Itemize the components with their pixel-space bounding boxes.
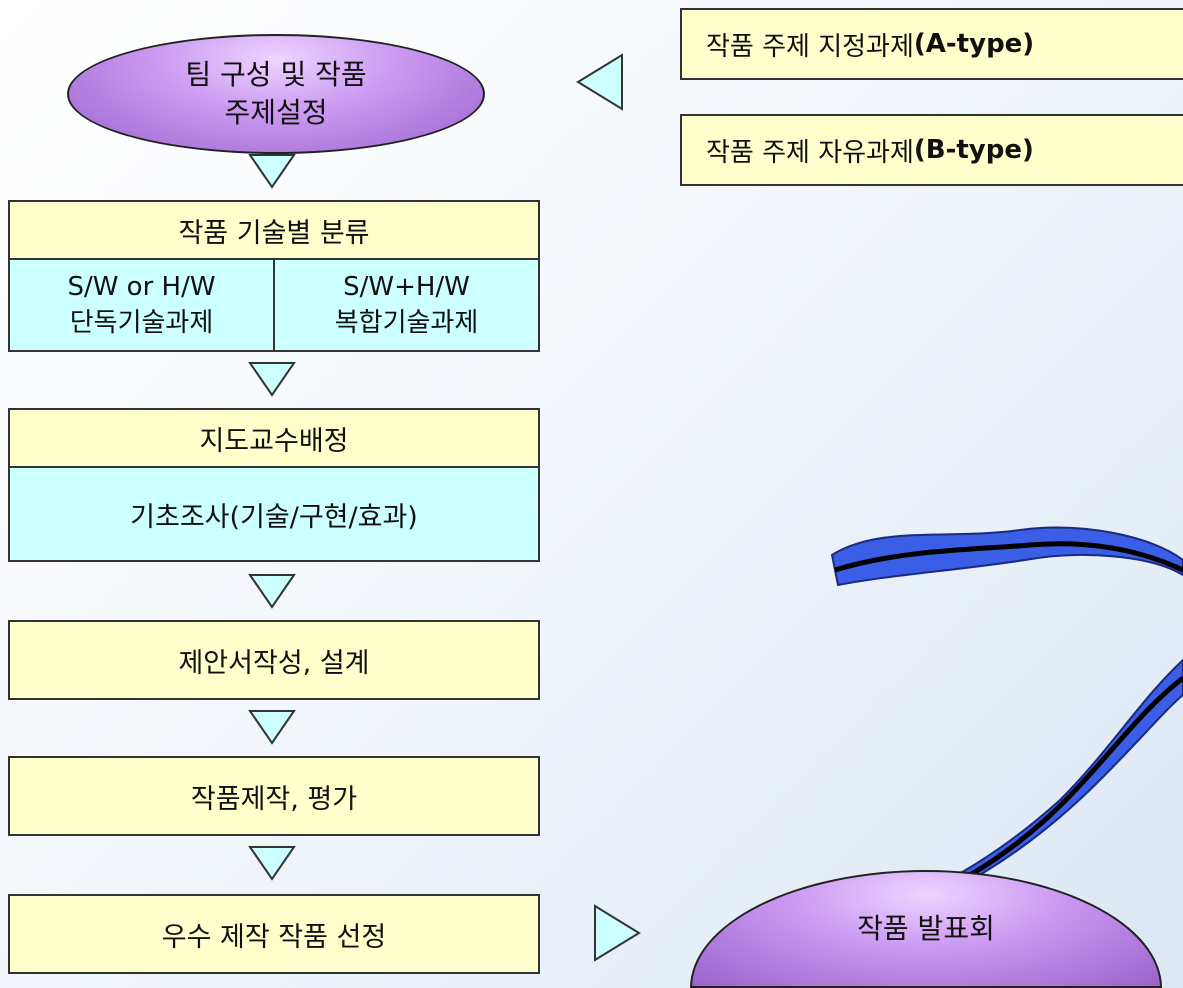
tech-classification-header: 작품 기술별 분류: [8, 200, 540, 260]
down-arrow-icon: [248, 846, 296, 881]
topic-b-type: (B-type): [913, 135, 1034, 165]
production-evaluation-box: 작품제작, 평가: [8, 756, 540, 836]
excellent-work-selection-box: 우수 제작 작품 선정: [8, 894, 540, 974]
right-arrow-icon: [594, 904, 641, 962]
advisor-assignment-header: 지도교수배정: [8, 408, 540, 468]
topic-a-box: 작품 주제 지정과제(A-type): [680, 8, 1183, 80]
decorative-ribbon: [830, 526, 1183, 900]
basic-research-box: 기초조사(기술/구현/효과): [8, 466, 540, 562]
down-arrow-icon: [248, 154, 296, 189]
topic-b-box: 작품 주제 자유과제(B-type): [680, 114, 1183, 186]
team-topic-oval: 팀 구성 및 작품 주제설정: [67, 34, 485, 154]
down-arrow-icon: [248, 574, 296, 609]
topic-b-text: 작품 주제 자유과제: [706, 137, 914, 168]
down-arrow-icon: [248, 362, 296, 397]
topic-a-type: (A-type): [913, 29, 1035, 59]
combined-tech-box: S/W+H/W 복합기술과제: [273, 258, 540, 352]
left-arrow-icon: [576, 53, 623, 111]
single-tech-box: S/W or H/W 단독기술과제: [8, 258, 275, 352]
proposal-design-box: 제안서작성, 설계: [8, 620, 540, 700]
down-arrow-icon: [248, 710, 296, 745]
topic-a-text: 작품 주제 지정과제: [706, 31, 914, 62]
